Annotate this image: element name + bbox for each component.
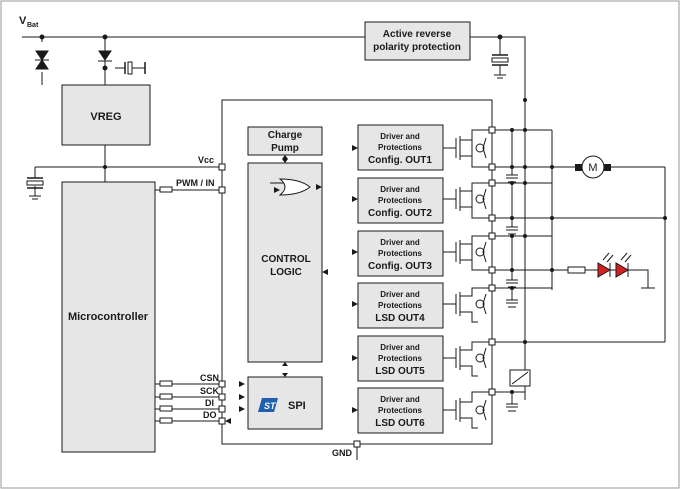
vcc-junction [103, 165, 107, 169]
active-reverse-label-line1: Active reverse [383, 29, 452, 40]
series-resistors [159, 186, 173, 424]
driver-block-5: Driver and Protections LSD OUT5 [357, 335, 444, 382]
pwm-in-pin-label: PWM / IN [176, 178, 215, 188]
mosfet-1 [443, 129, 489, 168]
microcontroller-label: Microcontroller [68, 311, 149, 323]
vbat-tvs-diode [35, 34, 49, 70]
driver-block-4: Driver and Protections LSD OUT4 [357, 282, 444, 329]
csn-pin-label: CSN [200, 373, 219, 383]
vcc-pin-label: Vcc [198, 155, 214, 165]
active-reverse-label-line2: polarity protection [373, 42, 461, 53]
mosfet-3 [443, 235, 489, 271]
driver-3-line1: Driver and [380, 238, 420, 247]
control-logic-block [247, 162, 323, 363]
mosfet-symbols [443, 129, 489, 429]
driver-block-3: Driver and Protections Config. OUT3 [357, 230, 444, 277]
bulk-capacitor [491, 34, 509, 79]
driver-6-line3: LSD OUT6 [375, 418, 425, 429]
gnd-pin-label: GND [332, 448, 353, 458]
charge-pump-label-line2: Pump [271, 143, 299, 154]
driver-4-line2: Protections [378, 301, 423, 310]
ic-pins [218, 126, 496, 448]
control-logic-label-line2: LOGIC [270, 267, 302, 278]
mosfet-6 [443, 391, 489, 429]
led-1-icon [597, 262, 611, 278]
led-string [567, 252, 655, 289]
driver-1-line3: Config. OUT1 [368, 155, 432, 166]
microcontroller-block [61, 181, 156, 453]
driver-block-6: Driver and Protections LSD OUT6 [357, 387, 444, 434]
vreg-input-capacitor [124, 61, 146, 75]
led-2-icon [615, 262, 629, 278]
junction-dots [510, 98, 667, 394]
control-logic-label-line1: CONTROL [261, 254, 310, 265]
internal-arrows [225, 145, 358, 424]
driver-4-line3: LSD OUT4 [375, 313, 425, 324]
active-reverse-polarity-block [364, 21, 471, 61]
driver-6-line1: Driver and [380, 395, 420, 404]
driver-block-1: Driver and Protections Config. OUT1 [357, 124, 444, 171]
do-pin-label: DO [203, 410, 217, 420]
driver-4-line1: Driver and [380, 290, 420, 299]
driver-1-line1: Driver and [380, 132, 420, 141]
driver-2-line2: Protections [378, 196, 423, 205]
motor-label: M [588, 162, 597, 174]
spi-block [247, 376, 323, 430]
wiring [22, 36, 666, 460]
driver-1-line2: Protections [378, 143, 423, 152]
st-logo-icon: ST [258, 398, 278, 412]
vreg-block [61, 84, 151, 146]
driver-5-line1: Driver and [380, 343, 420, 352]
driver-2-line3: Config. OUT2 [368, 208, 432, 219]
spi-label: SPI [288, 400, 306, 412]
driver-6-line2: Protections [378, 406, 423, 415]
driver-2-line1: Driver and [380, 185, 420, 194]
mosfet-5 [443, 341, 489, 377]
vbat-label: V [19, 15, 27, 27]
driver-5-line3: LSD OUT5 [375, 366, 425, 377]
di-pin-label: DI [205, 398, 214, 408]
driver-block-2: Driver and Protections Config. OUT2 [357, 177, 444, 224]
vcc-decoupling-capacitor [26, 177, 44, 200]
vbat-label-subscript: Bat [27, 22, 39, 29]
mosfet-4 [443, 287, 489, 323]
vreg-input-diode [98, 34, 112, 71]
vreg-label: VREG [90, 111, 121, 123]
svg-text:ST: ST [264, 401, 277, 411]
dc-motor: M [575, 155, 611, 179]
driver-3-line3: Config. OUT3 [368, 261, 432, 272]
driver-3-line2: Protections [378, 249, 423, 258]
driver-5-line2: Protections [378, 354, 423, 363]
sck-pin-label: SCK [200, 386, 220, 396]
mosfet-2 [443, 182, 489, 219]
relay-coil [509, 369, 531, 387]
or-gate [278, 178, 311, 196]
charge-pump-label-line1: Charge [268, 130, 303, 141]
